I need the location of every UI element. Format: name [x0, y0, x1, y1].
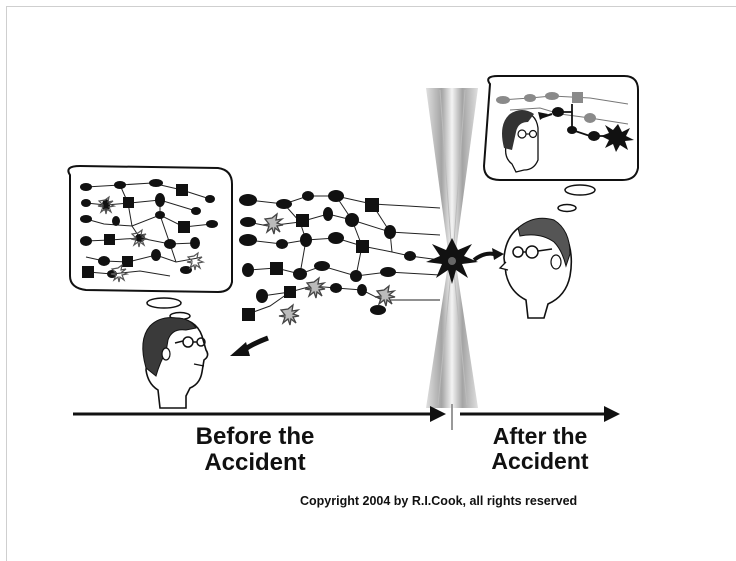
timeline-before-arrow [73, 406, 446, 422]
frame-left-border [6, 6, 7, 561]
accident-beam [426, 88, 478, 408]
after-label-line1: After the [492, 423, 588, 449]
person-head-before [142, 317, 209, 409]
before-label-line1: Before the [195, 423, 315, 450]
before-label-line2: Accident [204, 448, 306, 476]
explosion-burst-icon [426, 238, 478, 284]
frame-top-border [6, 6, 736, 7]
thought-cloud-before [67, 164, 233, 294]
before-accident-label: Before the Accident [160, 424, 350, 476]
person-head-after [498, 217, 573, 319]
copyright-notice: Copyright 2004 by R.I.Cook, all rights r… [300, 494, 578, 508]
after-accident-label: After the Accident [455, 424, 625, 474]
timeline-after-arrow [460, 406, 620, 422]
thought-bubbles-after [557, 184, 596, 213]
after-label-line2: Accident [491, 447, 589, 474]
network-middle [239, 190, 441, 326]
thought-bubbles-before [146, 297, 191, 321]
thought-cloud-after [482, 75, 639, 181]
arrow-to-head [230, 335, 269, 356]
arrow-to-after-head [472, 248, 504, 262]
